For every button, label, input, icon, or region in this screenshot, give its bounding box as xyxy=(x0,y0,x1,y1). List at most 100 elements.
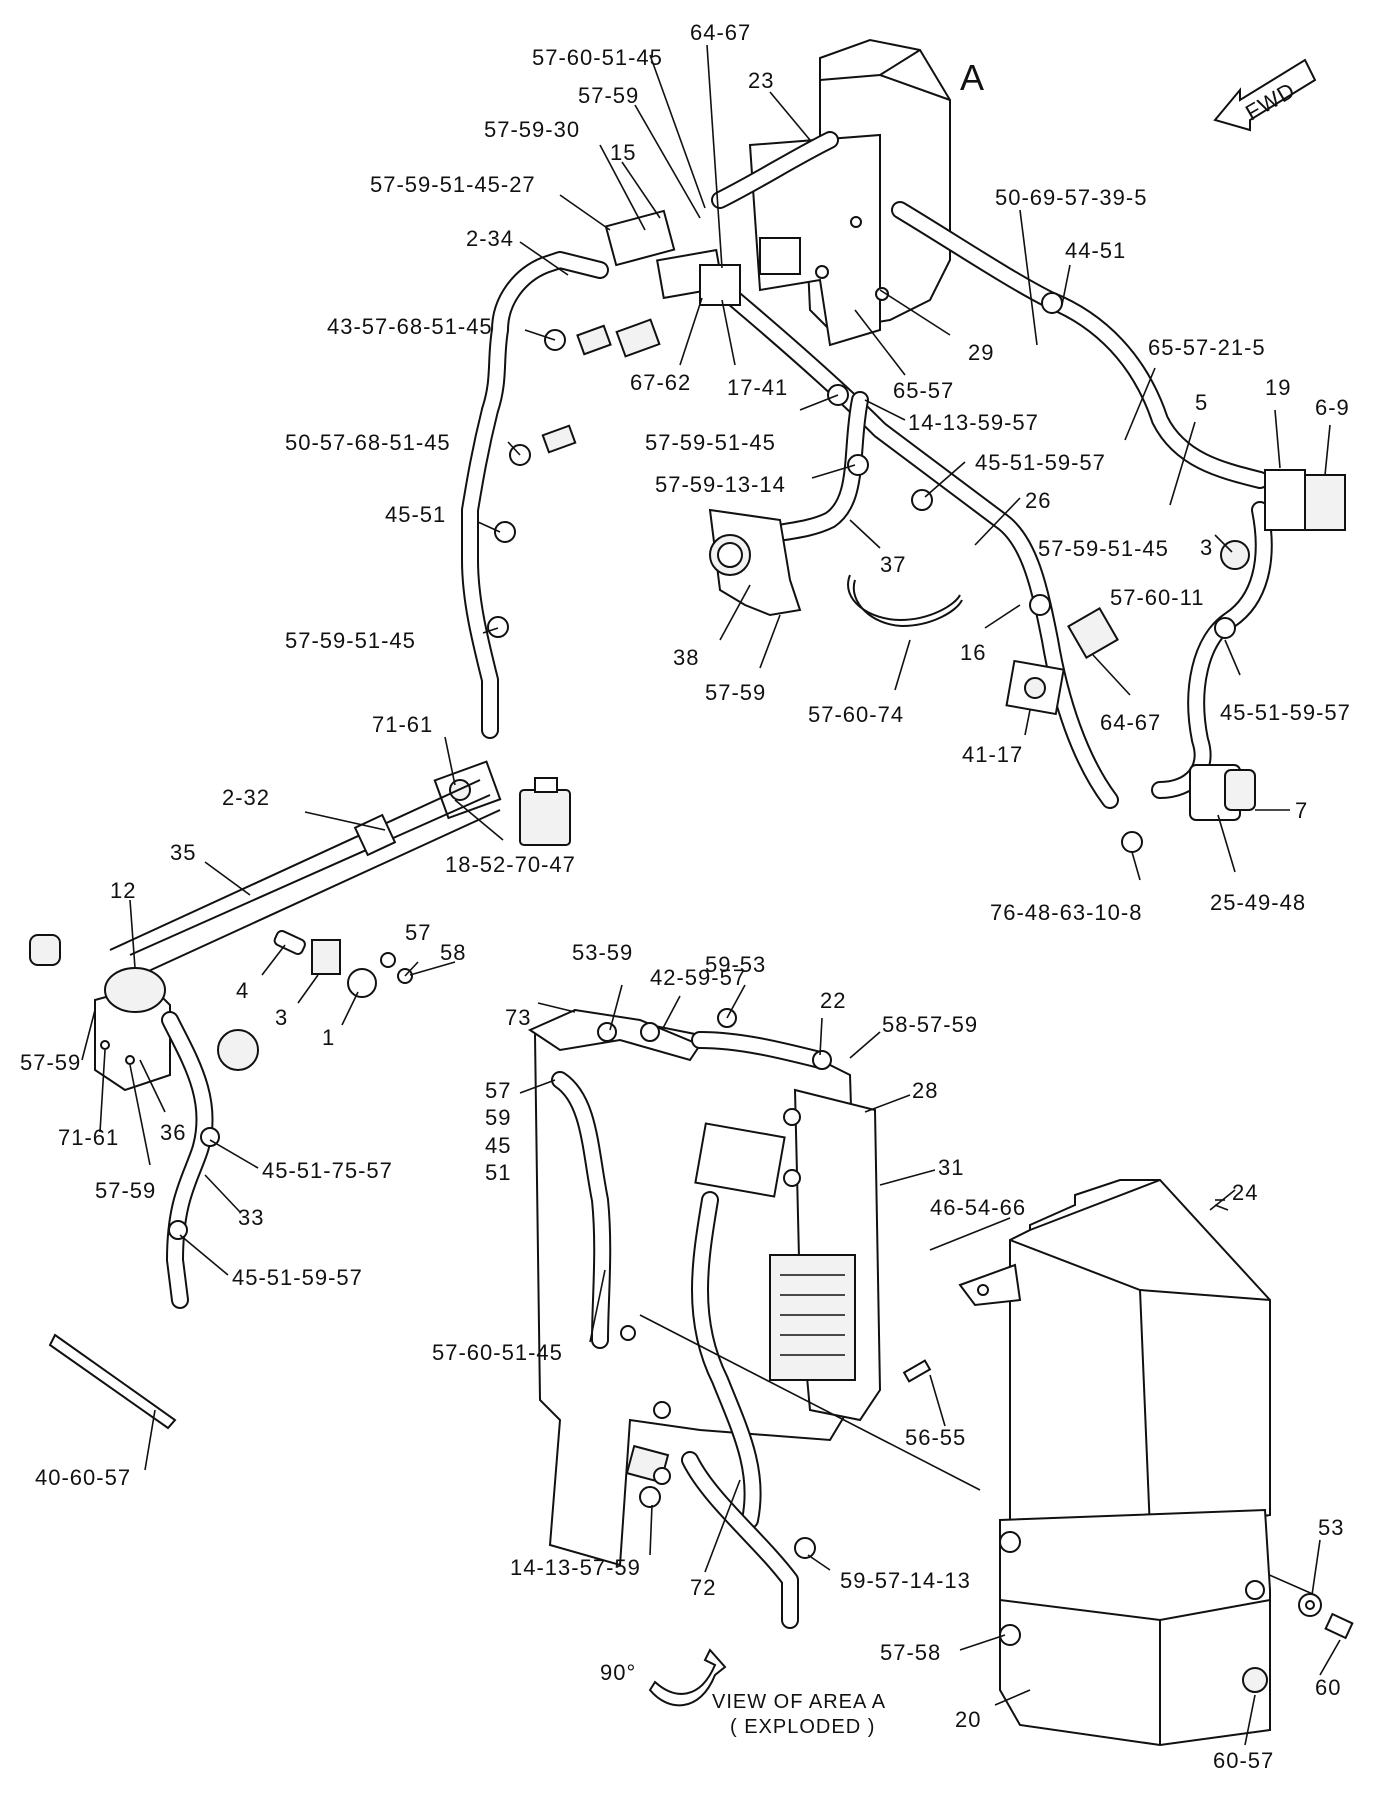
callout: 14-13-59-57 xyxy=(908,410,1039,435)
callout: 56-55 xyxy=(905,1425,966,1450)
mounting-bracket-upper xyxy=(748,133,881,347)
callout: 29 xyxy=(968,340,994,365)
rotation-indicator: 90° xyxy=(600,1648,727,1707)
callout: 45-51-59-57 xyxy=(1220,700,1351,725)
callout: 65-57 xyxy=(893,378,954,403)
callout: 76-48-63-10-8 xyxy=(990,900,1142,925)
view-caption-line2: ( EXPLODED ) xyxy=(730,1716,875,1738)
callout: 59-53 xyxy=(705,952,766,977)
callout: 57-59-51-45 xyxy=(1038,536,1169,561)
callout: 57-59-51-45-27 xyxy=(370,172,536,197)
callout: 45-51-59-57 xyxy=(232,1265,363,1290)
strap-40 xyxy=(48,1333,177,1430)
callout: 57-59 xyxy=(95,1178,156,1203)
callout: 67-62 xyxy=(630,370,691,395)
callout: 57-60-51-45 xyxy=(432,1340,563,1365)
callout: 38 xyxy=(673,645,699,670)
callout-labels: 64-67 57-60-51-45 23 57-59 57-59-30 15 5… xyxy=(20,20,1351,1773)
callout: 57-60-11 xyxy=(1110,585,1204,610)
callout: 6-9 xyxy=(1315,395,1350,420)
box-18 xyxy=(519,789,571,846)
callout: 57-59-51-45 xyxy=(285,628,416,653)
box-20 xyxy=(999,1508,1271,1747)
callout: 71-61 xyxy=(58,1125,119,1150)
callout: 45-51 xyxy=(385,502,446,527)
forward-arrow: FWD xyxy=(1213,58,1317,132)
callout: 16 xyxy=(960,640,986,665)
ecu-module xyxy=(769,1254,856,1381)
callout: 57-59-13-14 xyxy=(655,472,786,497)
callout: 60 xyxy=(1315,1675,1341,1700)
callout: 12 xyxy=(110,878,136,903)
callout: 45-51-59-57 xyxy=(975,450,1106,475)
leader-lines xyxy=(81,44,1341,1746)
callout: 57-59 xyxy=(705,680,766,705)
callout: 33 xyxy=(238,1205,264,1230)
callout: 41-17 xyxy=(962,742,1023,767)
callout: 57-59 xyxy=(578,83,639,108)
callout: 53-59 xyxy=(572,940,633,965)
callout: 1 xyxy=(322,1025,335,1050)
callout: 22 xyxy=(820,988,846,1013)
callout: 35 xyxy=(170,840,196,865)
callout: 50-69-57-39-5 xyxy=(995,185,1147,210)
callout: 25-49-48 xyxy=(1210,890,1306,915)
callout: 3 xyxy=(275,1005,288,1030)
callout: 2-32 xyxy=(222,785,270,810)
upper-assembly xyxy=(29,38,1346,1430)
cover-24 xyxy=(1009,1179,1271,1542)
callout: 19 xyxy=(1265,375,1291,400)
callout: 31 xyxy=(938,1155,964,1180)
callout: 60-57 xyxy=(1213,1748,1274,1773)
callout: 36 xyxy=(160,1120,186,1145)
callout: 42-59-57 xyxy=(650,965,746,990)
callout: 3 xyxy=(1200,535,1213,560)
callout: 71-61 xyxy=(372,712,433,737)
callout: 28 xyxy=(912,1078,938,1103)
callout: 15 xyxy=(610,140,636,165)
callout: 57 xyxy=(485,1078,511,1103)
callout: 20 xyxy=(955,1707,981,1732)
callout: 40-60-57 xyxy=(35,1465,131,1490)
callout: 57-59 xyxy=(20,1050,81,1075)
callout: 57-60-74 xyxy=(808,702,904,727)
callout: 58-57-59 xyxy=(882,1012,978,1037)
callout: 37 xyxy=(880,552,906,577)
callout: 5 xyxy=(1195,390,1208,415)
callout: 57 xyxy=(405,920,431,945)
area-letter: A xyxy=(960,57,984,98)
callout: 23 xyxy=(748,68,774,93)
connector-block-17 xyxy=(699,264,741,306)
callout: 14-13-57-59 xyxy=(510,1555,641,1580)
callout: 57-59-51-45 xyxy=(645,430,776,455)
callout: 73 xyxy=(505,1005,531,1030)
callout: 51 xyxy=(485,1160,511,1185)
callout: 53 xyxy=(1318,1515,1344,1540)
callout: 57-59-30 xyxy=(484,117,580,142)
rotation-label: 90° xyxy=(600,1660,636,1685)
callout: 26 xyxy=(1025,488,1051,513)
connector-block-15 xyxy=(604,209,676,267)
callout: 50-57-68-51-45 xyxy=(285,430,451,455)
callout: 58 xyxy=(440,940,466,965)
callout: 59-57-14-13 xyxy=(840,1568,971,1593)
callout: 24 xyxy=(1232,1180,1258,1205)
block-19 xyxy=(1264,469,1306,531)
callout: 7 xyxy=(1295,798,1308,823)
view-caption-line1: VIEW OF AREA A xyxy=(712,1691,886,1713)
callout: 2-34 xyxy=(466,226,514,251)
callout: 44-51 xyxy=(1065,238,1126,263)
clip-3 xyxy=(311,939,341,975)
callout: 18-52-70-47 xyxy=(445,852,576,877)
callout: 4 xyxy=(236,978,249,1003)
callout: 57-58 xyxy=(880,1640,941,1665)
callout: 65-57-21-5 xyxy=(1148,335,1266,360)
callout: 64-67 xyxy=(690,20,751,45)
callout: 57-60-51-45 xyxy=(532,45,663,70)
callout: 46-54-66 xyxy=(930,1195,1026,1220)
callout: 45 xyxy=(485,1133,511,1158)
callout: 43-57-68-51-45 xyxy=(327,314,493,339)
callout: 59 xyxy=(485,1105,511,1130)
callout: 17-41 xyxy=(727,375,788,400)
